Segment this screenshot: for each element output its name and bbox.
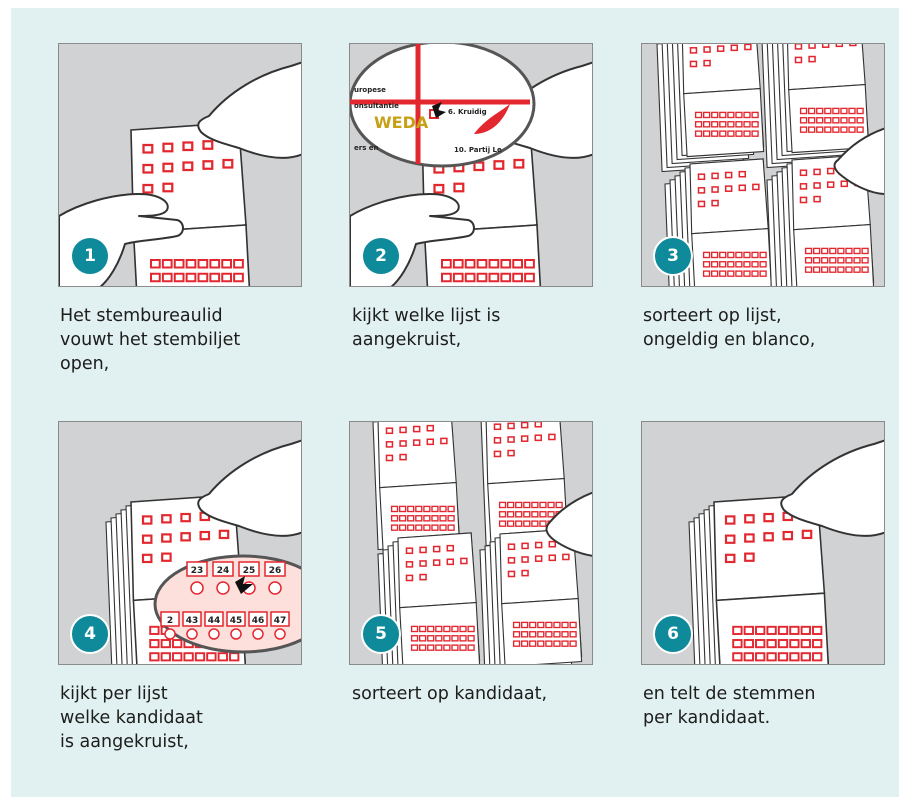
candidate-number: 2	[167, 616, 173, 626]
zoom-label: 10. Partij Le	[454, 146, 502, 154]
candidate-number: 43	[186, 616, 199, 626]
candidate-number: 24	[217, 566, 230, 576]
candidate-number: 23	[191, 566, 204, 576]
step-5-badge: 5	[361, 614, 401, 654]
candidate-number: 45	[230, 616, 243, 626]
step-3-badge: 3	[653, 236, 693, 276]
candidate-number: 47	[274, 616, 287, 626]
step-5-caption: sorteert op kandidaat,	[352, 682, 592, 706]
step-1-badge: 1	[70, 236, 110, 276]
step-2-caption: kijkt welke lijst is aangekruist,	[352, 304, 592, 352]
step-1-illustration: 1	[58, 43, 302, 287]
zoom-label: ers en	[354, 144, 379, 152]
step-5-illustration: 5	[349, 421, 593, 665]
step-4-badge: 4	[70, 614, 110, 654]
step-1-caption: Het stembureaulid vouwt het stembiljet o…	[60, 304, 300, 376]
step-6-caption: en telt de stemmen per kandidaat.	[643, 682, 883, 730]
zoom-label: uropese	[354, 86, 386, 94]
step-2-badge: 2	[361, 236, 401, 276]
ballot-stack	[657, 44, 764, 172]
candidate-number: 26	[269, 566, 282, 576]
candidate-number: 46	[252, 616, 265, 626]
zoom-label: 6. Kruidig	[448, 108, 487, 116]
candidate-number: 44	[208, 616, 221, 626]
step-3-caption: sorteert op lijst, ongeldig en blanco,	[643, 304, 883, 352]
step-6-badge: 6	[653, 614, 693, 654]
step-4-caption: kijkt per lijst welke kandidaat is aange…	[60, 682, 300, 754]
zoom-label: WEDA	[374, 113, 429, 132]
step-3-illustration: 3	[641, 43, 885, 287]
ballot-stack	[480, 529, 582, 665]
step-6-illustration: 6	[641, 421, 885, 665]
candidate-number: 25	[243, 566, 256, 576]
zoom-label: onsultantie	[354, 102, 399, 110]
ballot-stack	[373, 422, 460, 551]
step-4-illustration: 23 24 25 26 2 43 44 45 46 47 4	[58, 421, 302, 665]
